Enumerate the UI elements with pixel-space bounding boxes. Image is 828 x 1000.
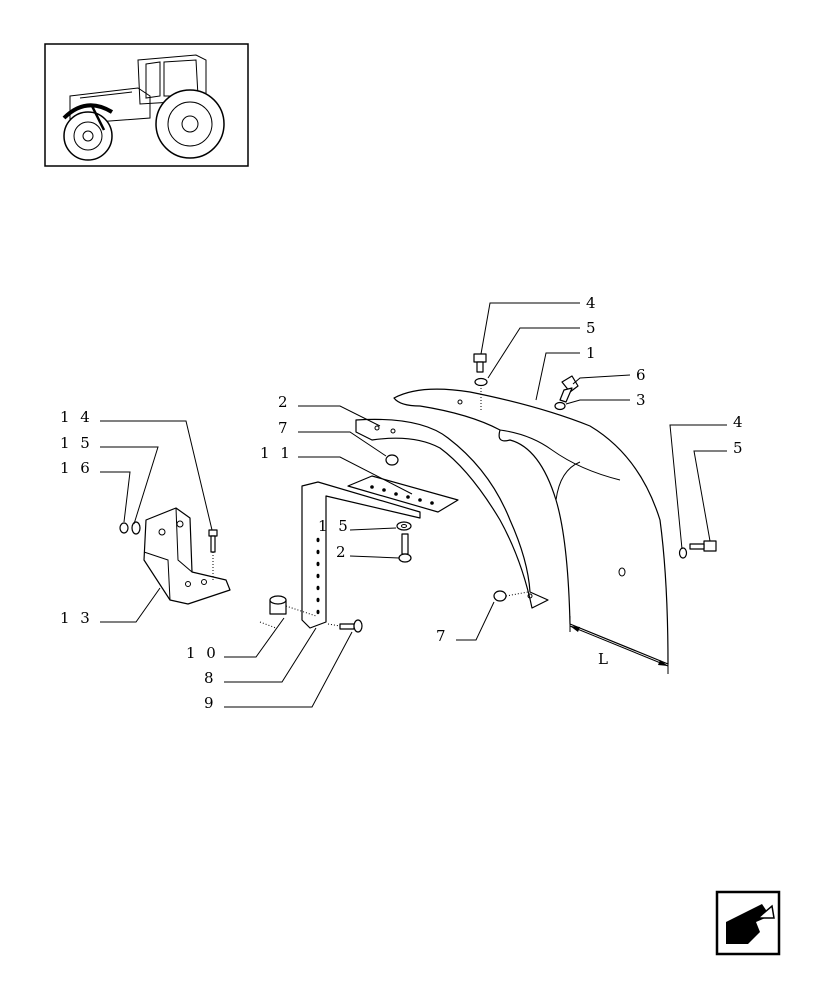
washer-5-side xyxy=(678,547,688,559)
callout-5-side: 5 xyxy=(733,439,746,457)
callout-labels: 4 5 1 6 3 4 5 2 7 1 1 1 5 2 1 4 1 5 1 6 … xyxy=(60,294,746,712)
assembly-lines xyxy=(212,388,529,629)
bolt-4-side xyxy=(689,540,717,552)
callout-8: 8 xyxy=(204,669,217,687)
callout-5-top: 5 xyxy=(586,319,599,337)
mounting-bracket xyxy=(143,507,231,605)
callout-16: 1 6 xyxy=(60,459,93,477)
callout-14: 1 4 xyxy=(60,408,93,426)
washers-15-16-left xyxy=(119,521,141,535)
bolt-6 xyxy=(559,375,579,403)
callout-12: 2 xyxy=(336,543,349,561)
callout-7-top: 7 xyxy=(278,419,291,437)
callout-6: 6 xyxy=(636,366,649,384)
callout-2-top: 2 xyxy=(278,393,291,411)
washer-5-top xyxy=(474,377,488,387)
dimension-L: L xyxy=(569,616,669,674)
leader-lines xyxy=(100,302,727,708)
bolt-4-top xyxy=(473,353,487,373)
fender-support-strip xyxy=(355,418,549,609)
callout-10: 1 0 xyxy=(186,644,219,662)
callout-4-top: 4 xyxy=(586,294,599,312)
bushing-7-bottom xyxy=(493,590,507,602)
perforated-plate xyxy=(347,475,459,513)
callout-4-side: 4 xyxy=(733,413,746,431)
tractor-thumbnail-icon xyxy=(44,43,249,167)
callout-1: 1 xyxy=(586,344,599,362)
screw-14 xyxy=(208,529,218,553)
callout-3: 3 xyxy=(636,391,649,409)
screw-12 xyxy=(398,533,412,563)
previous-page-arrow-icon[interactable] xyxy=(715,890,781,956)
callout-7-bottom: 7 xyxy=(436,627,449,645)
bushing-7-top xyxy=(385,454,399,466)
bushing-10 xyxy=(269,595,287,615)
callout-15-right: 1 5 xyxy=(318,517,351,535)
callout-11: 1 1 xyxy=(260,444,293,462)
callout-13: 1 3 xyxy=(60,609,93,627)
callout-15-left: 1 5 xyxy=(60,434,93,452)
dimension-label: L xyxy=(598,650,611,668)
washer-15-right xyxy=(396,521,412,531)
washer-3 xyxy=(554,401,566,411)
bolt-9 xyxy=(339,619,363,633)
callout-9: 9 xyxy=(204,694,217,712)
bracket-arm xyxy=(301,481,421,629)
